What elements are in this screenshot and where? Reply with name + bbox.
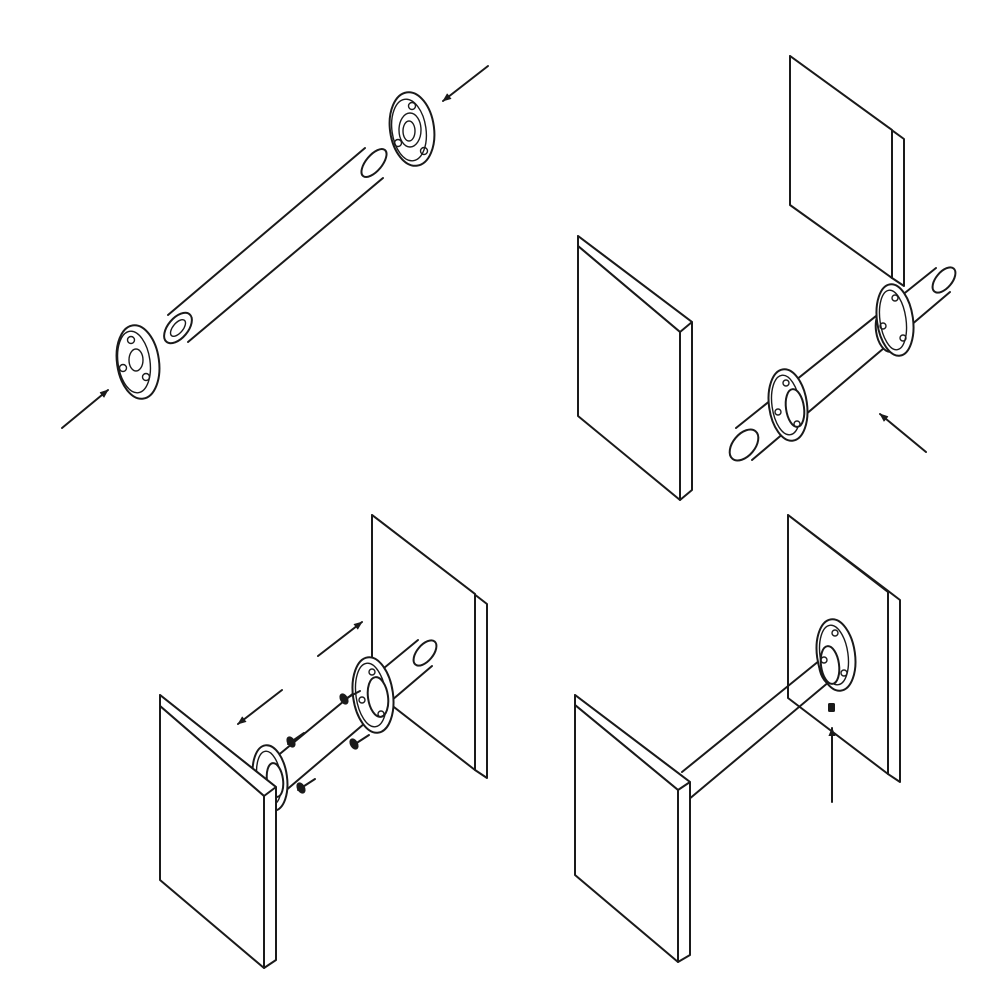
rod-with-flanges [681, 618, 857, 801]
step-2 [577, 55, 957, 501]
flange-right [388, 91, 436, 167]
arrow-step3-back [317, 621, 363, 657]
set-screw [828, 703, 835, 712]
step-4 [574, 514, 901, 963]
arrow-step1-right [442, 65, 489, 102]
step-3 [159, 514, 488, 969]
panel-front [577, 235, 693, 501]
flange-left [115, 324, 161, 400]
screws [286, 690, 370, 794]
panel-back [789, 55, 905, 287]
screw [286, 732, 305, 748]
panel-front [159, 694, 277, 969]
screw [296, 778, 316, 794]
rod-with-flanges [728, 266, 957, 462]
screw [349, 734, 370, 750]
step-1 [61, 65, 489, 429]
rod [163, 147, 388, 345]
arrow-step1-left [61, 389, 109, 429]
arrow-step3-front [237, 689, 283, 725]
arrow-step2 [879, 413, 927, 453]
screw [339, 690, 361, 705]
panel-front [574, 694, 691, 963]
